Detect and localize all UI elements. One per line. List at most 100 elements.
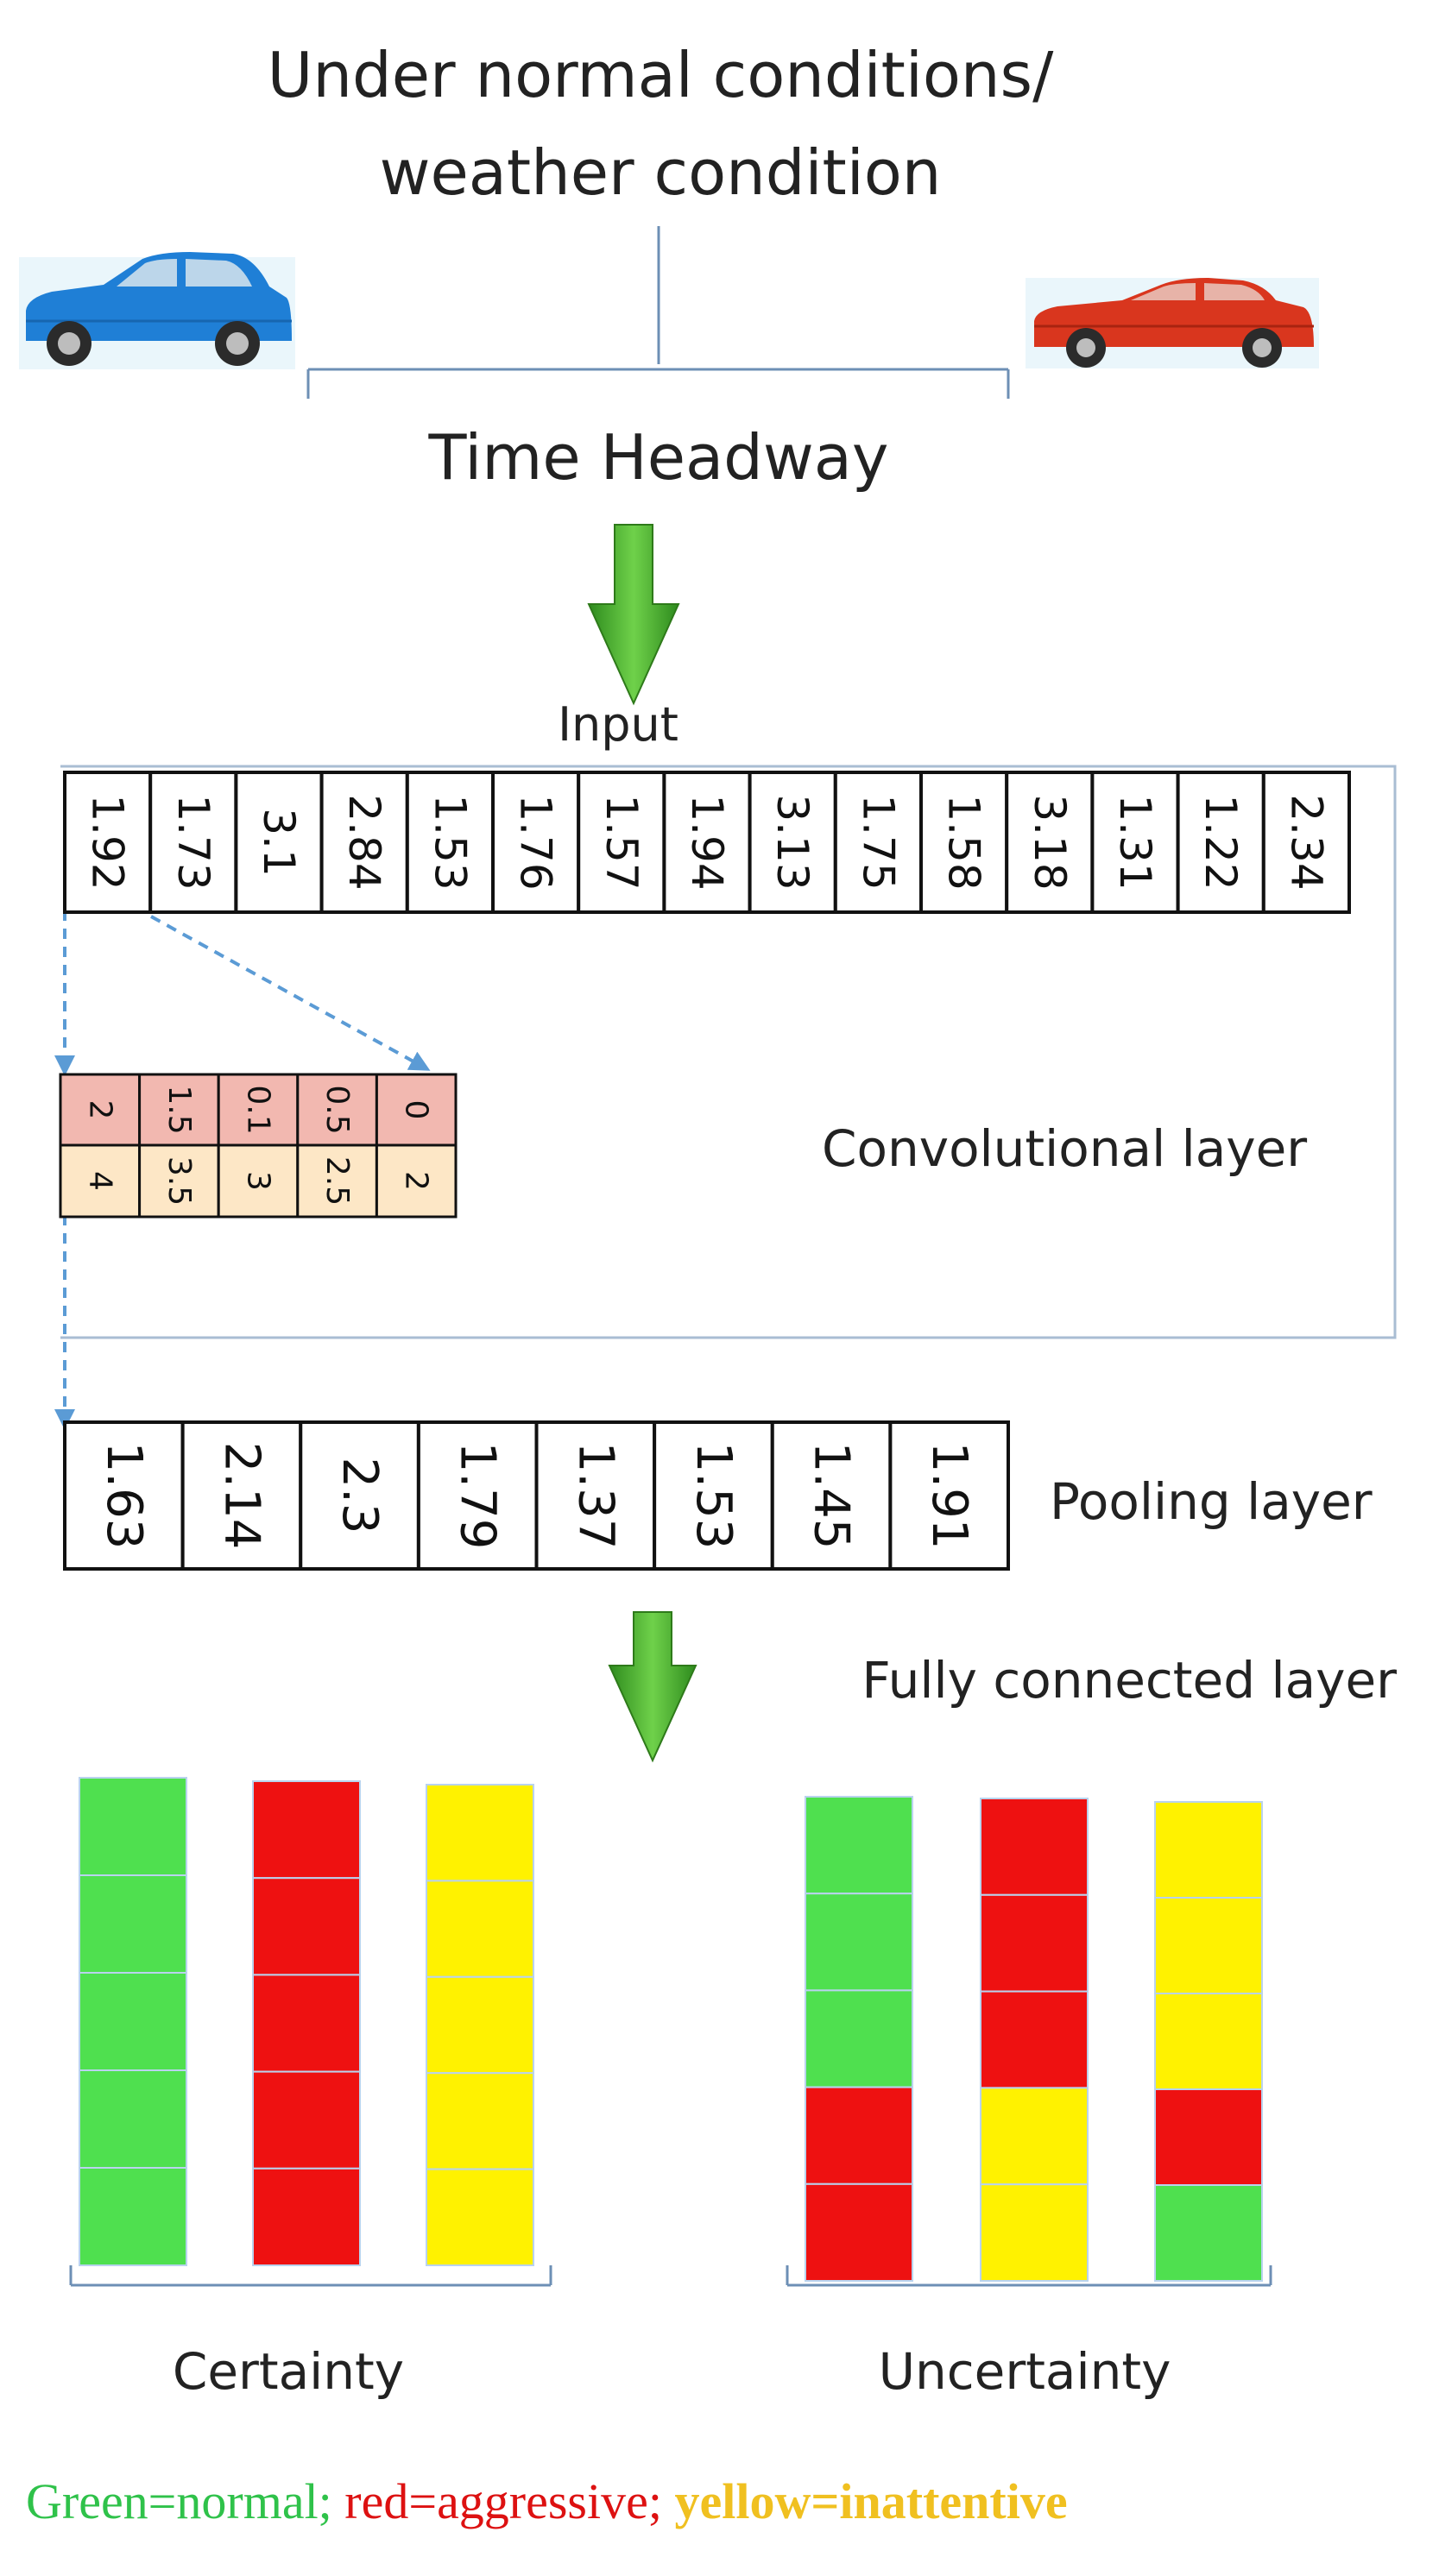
- output-segment-red: [805, 2086, 913, 2185]
- pool-cell-value: 1.79: [450, 1442, 506, 1550]
- legend-normal: Green=normal;: [26, 2473, 332, 2529]
- output-segment-red: [805, 2182, 913, 2283]
- conv-cell-value: 1.5: [161, 1085, 197, 1134]
- input-cell-value: 3.18: [1025, 794, 1075, 890]
- conv-cell: [217, 1143, 300, 1219]
- output-segment-green: [79, 2069, 187, 2169]
- output-segment-green: [805, 1989, 913, 2088]
- pool-cell-value: 1.45: [804, 1442, 860, 1550]
- conv-cell: [59, 1073, 142, 1147]
- input-cell-value: 1.58: [939, 794, 989, 890]
- input-cell: [319, 771, 409, 914]
- title-line-1: Under normal conditions/: [268, 39, 1054, 111]
- legend-aggressive: red=aggressive;: [344, 2473, 662, 2529]
- conv-cell: [138, 1073, 220, 1147]
- output-segment-green: [805, 1893, 913, 1992]
- conv-cell-value: 0.5: [319, 1085, 355, 1134]
- input-cell-value: 2.84: [339, 794, 389, 890]
- input-cell-value: 3.1: [254, 808, 304, 877]
- uncertainty-bracket: [786, 2265, 1272, 2287]
- conv-cell-value: 0.1: [241, 1085, 276, 1134]
- output-segment-red: [252, 1974, 361, 2073]
- output-segment-yellow: [426, 1880, 534, 1978]
- input-cell: [577, 771, 666, 914]
- conv-cell-value: 2: [399, 1171, 434, 1191]
- pool-cell-value: 1.53: [685, 1442, 742, 1550]
- input-label: Input: [558, 697, 678, 752]
- color-legend: Green=normal; red=aggressive; yellow=ina…: [26, 2473, 1068, 2529]
- fully-connected-label: Fully connected layer: [862, 1651, 1397, 1710]
- pooling-vector: 1.63 2.14 2.3 1.79 1.37 1.53 1.45 1.91: [63, 1420, 1010, 1571]
- certainty-bracket: [69, 2265, 552, 2287]
- input-cell: [1176, 771, 1265, 914]
- output-segment-green: [79, 1972, 187, 2071]
- input-cell: [748, 771, 837, 914]
- input-cell-value: 1.31: [1110, 794, 1160, 890]
- input-to-conv-arrows: [54, 910, 431, 1430]
- input-cell-value: 1.57: [596, 794, 647, 890]
- pooling-layer-label: Pooling layer: [1050, 1472, 1373, 1531]
- time-headway-label: Time Headway: [428, 421, 889, 494]
- legend-inattentive: yellow=inattentive: [674, 2473, 1067, 2529]
- input-cell-value: 1.22: [1196, 794, 1246, 890]
- convolution-frame: [60, 765, 1397, 1339]
- output-segment-red: [980, 1893, 1089, 1993]
- conv-cell-value: 0: [399, 1100, 434, 1120]
- conv-cell-value: 4: [82, 1171, 117, 1191]
- output-segment-yellow: [426, 1975, 534, 2075]
- output-segment-green: [79, 1874, 187, 1974]
- input-cell-value: 1.53: [425, 794, 475, 890]
- output-segment-red: [1154, 2088, 1263, 2186]
- output-segment-yellow: [426, 1784, 534, 1882]
- input-cell: [148, 771, 238, 914]
- output-segment-red: [980, 1990, 1089, 2089]
- input-cell-value: 3.13: [767, 794, 817, 890]
- conv-cell: [296, 1143, 378, 1219]
- input-cell: [63, 771, 153, 914]
- pool-cell: [534, 1420, 657, 1571]
- pool-cell-value: 1.37: [567, 1442, 623, 1550]
- headway-bracket: [306, 226, 1010, 399]
- pool-cell-value: 2.14: [213, 1442, 269, 1550]
- output-segment-yellow: [1154, 1801, 1263, 1899]
- output-segment-yellow: [1154, 1993, 1263, 2090]
- output-segment-green: [805, 1796, 913, 1895]
- conv-cell: [375, 1143, 458, 1219]
- pool-cell-value: 1.63: [96, 1442, 152, 1550]
- pool-cell: [653, 1420, 774, 1571]
- output-segment-red: [252, 2070, 361, 2170]
- input-cell: [1005, 771, 1095, 914]
- certainty-output: [79, 1777, 534, 2267]
- conv-cell-value: 3.5: [161, 1156, 197, 1206]
- input-cell-value: 1.75: [853, 794, 903, 890]
- input-cell-value: 1.94: [682, 794, 732, 890]
- output-segment-red: [252, 1877, 361, 1976]
- uncertainty-output: [805, 1796, 1263, 2283]
- input-cell-value: 1.73: [168, 794, 218, 890]
- conv-cell: [138, 1143, 220, 1219]
- pool-cell: [416, 1420, 539, 1571]
- input-cell: [919, 771, 1009, 914]
- conv-cell-value: 2.5: [319, 1156, 355, 1206]
- output-segment-red: [980, 1798, 1089, 1896]
- input-cell: [234, 771, 324, 914]
- input-cell-value: 2.34: [1281, 794, 1331, 890]
- pool-cell-value: 1.91: [921, 1442, 977, 1550]
- output-segment-red: [252, 2167, 361, 2267]
- output-segment-green: [1154, 2184, 1263, 2282]
- output-segment-green: [79, 1777, 187, 1876]
- convolutional-layer-label: Convolutional layer: [822, 1119, 1307, 1178]
- output-segment-green: [79, 2167, 187, 2266]
- output-segment-yellow: [426, 2168, 534, 2267]
- output-segment-yellow: [426, 2072, 534, 2170]
- uncertainty-label: Uncertainty: [879, 2342, 1171, 2401]
- pool-cell-value: 2.3: [331, 1457, 388, 1534]
- conv-cell-value: 3: [241, 1171, 276, 1191]
- output-segment-yellow: [980, 2183, 1089, 2282]
- blue-car-icon: [19, 252, 295, 369]
- red-car-icon: [1026, 278, 1319, 368]
